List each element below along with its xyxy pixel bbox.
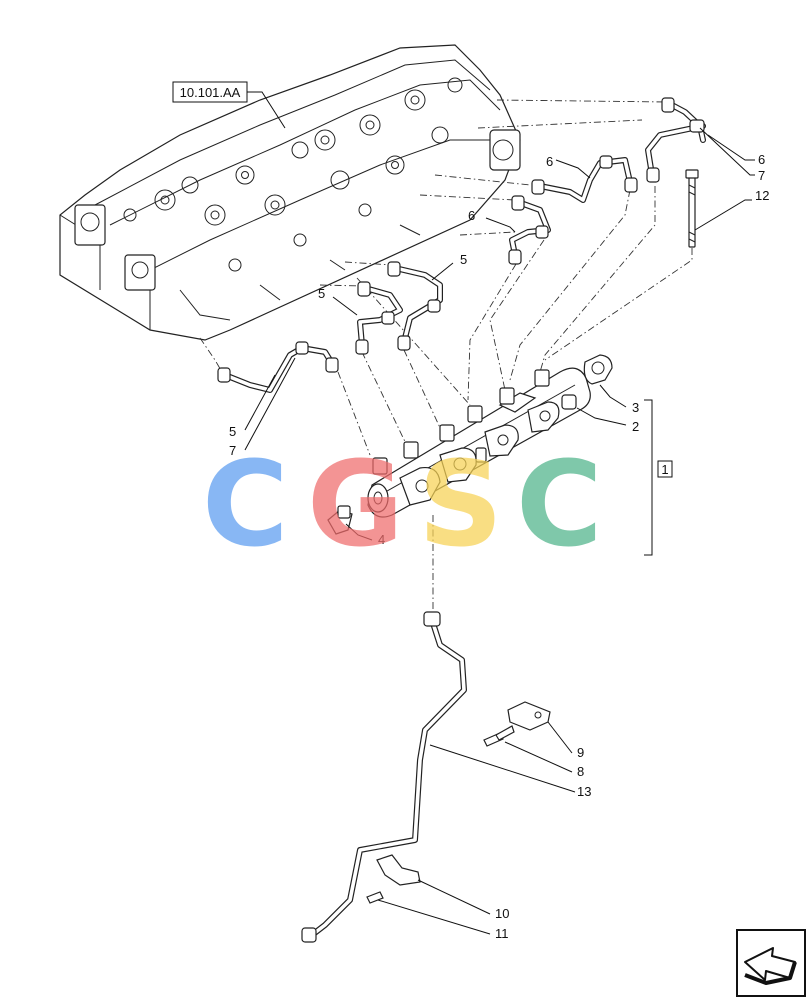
callout-numbers: 6 7 12 6 6 5 5 5 7 3 2 4 9 8 13 10 11 [229,152,769,941]
valve-bores [123,77,463,272]
pressure-sensor [583,354,613,385]
cylinder-head [59,44,521,341]
callout-11: 11 [495,926,509,941]
callout-5: 5 [229,424,236,439]
callout-4: 4 [378,532,385,547]
clamp-lower [366,854,421,904]
callout-13: 13 [577,784,591,799]
watermark-letter-c: C [202,435,289,573]
next-page-arrow-icon[interactable] [736,929,806,997]
pipe-nuts [217,97,705,383]
rail-outlet-nipples [372,369,550,475]
callout-12: 12 [755,188,769,203]
callout-6: 6 [758,152,765,167]
watermark-letter-g: G [307,435,404,573]
assembly-lines [199,99,693,612]
fuel-rail [367,367,591,518]
callout-10: 10 [495,906,509,921]
watermark-letter-c: C [516,435,603,573]
assembly-callout-text: 1 [661,462,668,477]
callout-leaders [244,127,755,935]
callout-5: 5 [460,252,467,267]
reference-label-text: 10.101.AA [180,85,241,100]
clamp-upper [483,701,551,747]
callout-7: 7 [758,168,765,183]
callout-5: 5 [318,286,325,301]
callout-3: 3 [632,400,639,415]
callout-6: 6 [546,154,553,169]
callout-2: 2 [632,419,639,434]
callout-9: 9 [577,745,584,760]
callout-7: 7 [229,443,236,458]
feed-pipe [301,611,467,943]
callout-6: 6 [468,208,475,223]
stud [685,169,699,248]
pressure-relief-valve [327,505,353,535]
callout-8: 8 [577,764,584,779]
assembly-callout: 1 [657,460,673,478]
watermark-letter-s: S [418,435,503,573]
watermark: C G S C [202,435,603,573]
reference-label: 10.101.AA [172,81,286,129]
